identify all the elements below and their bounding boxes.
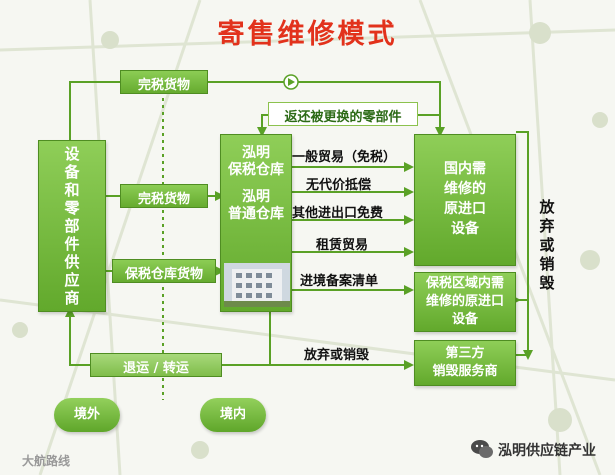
abandon-destroy-label: 放弃或销毁 (304, 348, 370, 363)
supplier-char: 供 (64, 253, 80, 271)
supplier-box: 设备和零部件供应商 (38, 140, 106, 312)
warehouse-box: 泓明 保税仓库 泓明 普通仓库 (220, 134, 292, 312)
domestic-line2: 维修的 (444, 181, 486, 197)
page-title: 寄售维修模式 (217, 19, 398, 50)
right-vertical-char: 毁 (539, 274, 555, 292)
no-cost-compensation-label: 无代价抵偿 (306, 178, 372, 193)
supplier-char: 零 (64, 199, 80, 217)
domestic-equipment-box: 国内需 维修的 原进口 设备 (414, 134, 516, 266)
supplier-char: 商 (64, 289, 80, 307)
wechat-icon (470, 438, 494, 460)
lease-trade-label: 租赁贸易 (316, 238, 369, 253)
third-party-line2: 销毁服务商 (432, 364, 498, 379)
watermark-right: 泓明供应链产业 (498, 443, 596, 459)
entry-filing-label: 进境备案清单 (300, 274, 379, 289)
mid-duty-paid-label: 完税货物 (120, 184, 208, 208)
bonded-zone-equipment-box: 保税区域内需 维修的原进口 设备 (414, 272, 516, 332)
top-duty-paid-label: 完税货物 (120, 70, 208, 94)
bonded-warehouse-line2: 保税仓库 (228, 162, 284, 178)
outside-region-badge: 境外 (54, 398, 120, 432)
general-warehouse-line2: 普通仓库 (228, 206, 284, 222)
right-vertical-char: 放 (539, 198, 555, 216)
third-party-destruction-box: 第三方 销毁服务商 (414, 340, 516, 386)
watermark-left: 大航路线 (22, 454, 71, 468)
bonded-warehouse-line1: 泓明 (242, 145, 270, 161)
other-import-free-label: 其他进出口免费 (292, 206, 384, 221)
domestic-line3: 原进口 (444, 201, 486, 217)
returned-parts-label: 返还被更换的零部件 (268, 102, 418, 126)
supplier-char: 和 (64, 181, 80, 199)
supplier-char: 备 (64, 163, 80, 181)
right-vertical-char: 或 (539, 236, 555, 254)
domestic-line1: 国内需 (444, 161, 486, 177)
right-vertical-char: 弃 (539, 217, 555, 235)
supplier-char: 部 (64, 217, 80, 235)
supplier-char: 件 (64, 235, 80, 253)
right-vertical-char: 销 (539, 255, 555, 273)
supplier-char: 应 (64, 271, 80, 289)
third-party-line1: 第三方 (445, 346, 485, 361)
bonded-zone-line1: 保税区域内需 (425, 276, 504, 291)
general-warehouse-line1: 泓明 (242, 189, 270, 205)
bonded-zone-line3: 设备 (451, 312, 478, 327)
supplier-char: 设 (64, 145, 80, 163)
domestic-line4: 设备 (451, 221, 479, 237)
right-abandon-destroy-label: 放弃或销毁 (536, 198, 558, 293)
general-trade-label: 一般贸易（免税） (292, 150, 397, 165)
return-transit-label: 退运 / 转运 (90, 353, 222, 377)
inside-region-badge: 境内 (200, 398, 266, 432)
bonded-goods-label: 保税仓库货物 (112, 259, 216, 283)
building-photo (224, 263, 290, 307)
bonded-zone-line2: 维修的原进口 (425, 294, 504, 309)
